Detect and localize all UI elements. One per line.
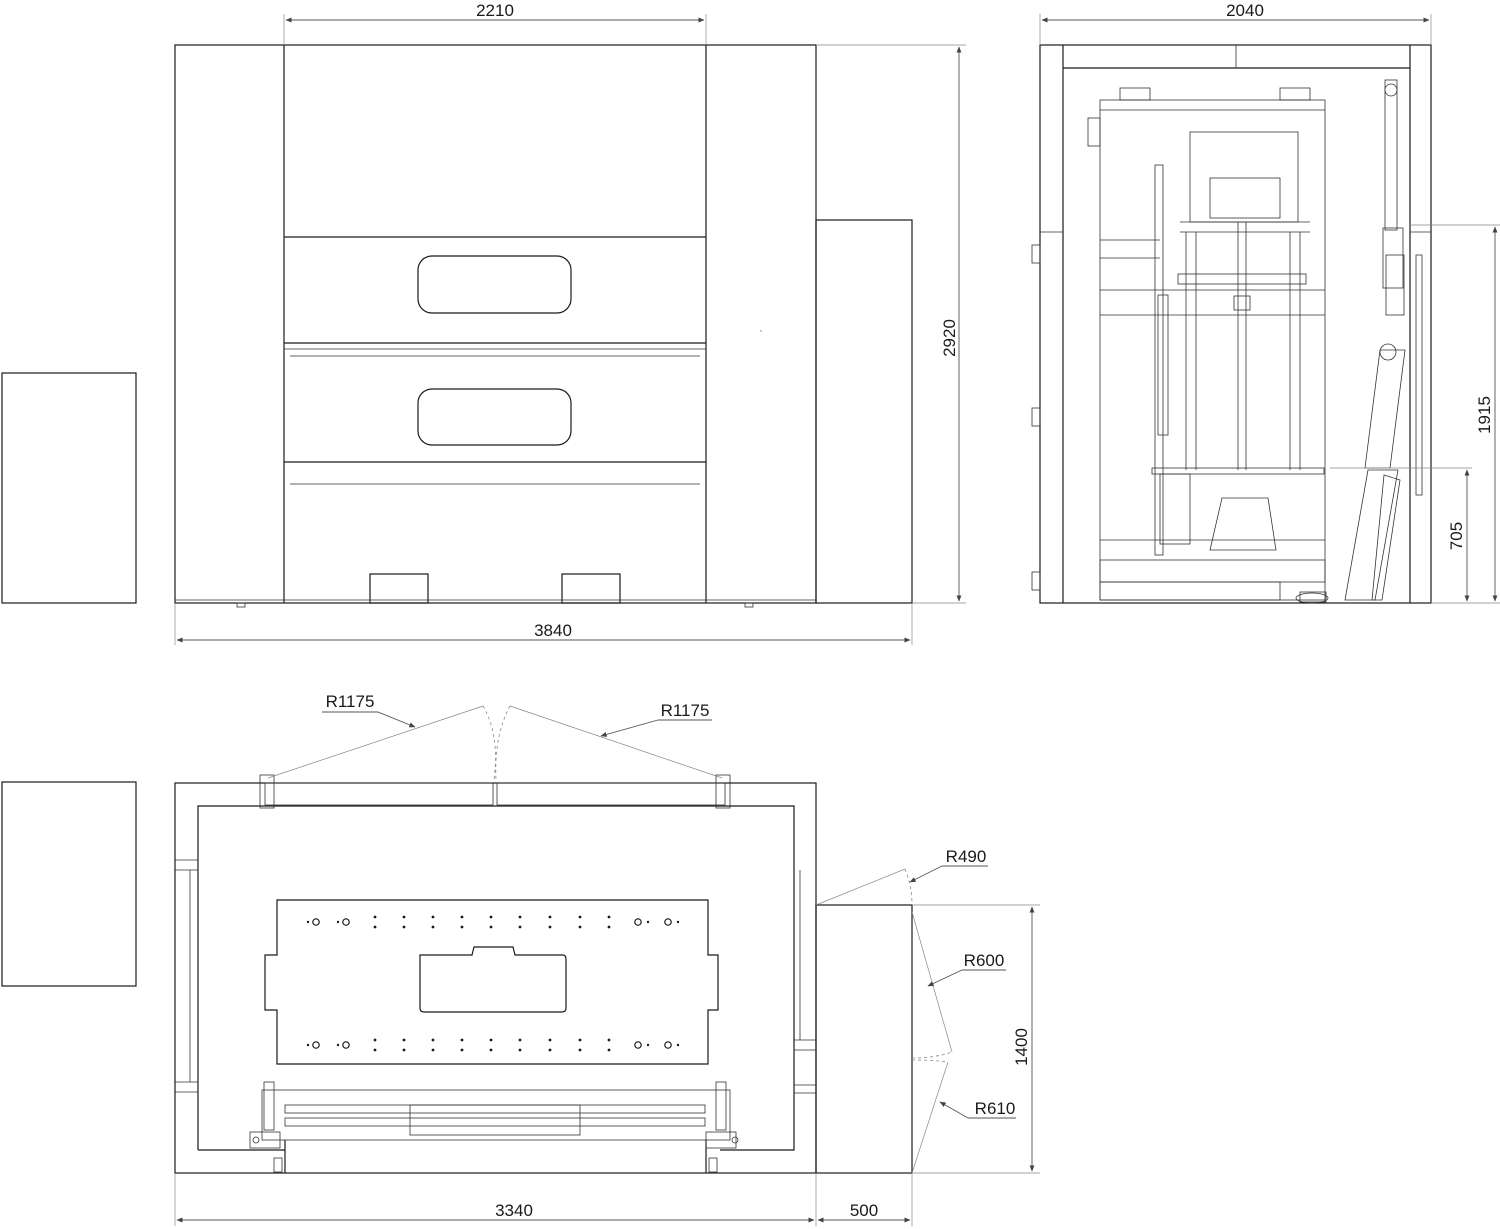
mount-hole	[634, 1041, 642, 1049]
grid-hole	[460, 1038, 464, 1042]
grid-hole	[607, 925, 611, 929]
grid-hole	[607, 915, 611, 919]
table-holes-top	[306, 915, 680, 929]
grid-hole	[373, 925, 377, 929]
grid-hole	[489, 1048, 493, 1052]
front-left-cabinet	[1, 372, 137, 604]
front-view: 2210 3840 2920	[1, 1, 966, 645]
grid-hole	[518, 915, 522, 919]
grid-hole	[402, 915, 406, 919]
grid-hole	[518, 925, 522, 929]
small-hole	[676, 920, 680, 924]
grid-hole	[489, 925, 493, 929]
small-hole	[676, 1043, 680, 1047]
dim-side-705: 705	[1447, 522, 1466, 550]
radius-right-label: R1175	[661, 701, 710, 720]
grid-hole	[460, 1048, 464, 1052]
small-hole	[306, 1043, 310, 1047]
grid-hole	[578, 1038, 582, 1042]
small-hole	[336, 920, 340, 924]
grid-hole	[431, 1048, 435, 1052]
mount-hole	[312, 1041, 320, 1049]
grid-hole	[373, 1048, 377, 1052]
radius-600-label: R600	[964, 951, 1005, 970]
grid-hole	[548, 1048, 552, 1052]
grid-hole	[607, 1048, 611, 1052]
front-main-body	[174, 44, 817, 604]
grid-hole	[460, 915, 464, 919]
dim-top-500: 500	[850, 1201, 878, 1220]
grid-hole	[548, 1038, 552, 1042]
mount-hole	[664, 1041, 672, 1049]
grid-hole	[402, 1038, 406, 1042]
grid-hole	[373, 915, 377, 919]
grid-hole	[607, 1038, 611, 1042]
mount-hole	[634, 918, 642, 926]
mount-hole	[664, 918, 672, 926]
grid-hole	[373, 1038, 377, 1042]
table-holes-bottom	[306, 1038, 680, 1052]
top-view: R1175 R1175 R490 R600 R610 3340 500 1400	[1, 692, 1040, 1226]
dim-top-3340: 3340	[495, 1201, 533, 1220]
small-hole	[646, 920, 650, 924]
grid-hole	[548, 915, 552, 919]
grid-hole	[489, 1038, 493, 1042]
front-right-extension	[815, 219, 913, 604]
grid-hole	[431, 925, 435, 929]
dim-front-2920: 2920	[940, 319, 959, 357]
small-hole	[646, 1043, 650, 1047]
grid-hole	[402, 1048, 406, 1052]
top-left-cabinet	[1, 781, 137, 987]
radius-left-label: R1175	[326, 692, 375, 711]
dim-front-2210: 2210	[476, 1, 514, 20]
grid-hole	[402, 925, 406, 929]
side-view: 2040 1915 705	[1031, 1, 1500, 604]
mount-hole	[312, 918, 320, 926]
grid-hole	[489, 915, 493, 919]
small-hole	[306, 920, 310, 924]
front-window-lower	[417, 388, 572, 446]
grid-hole	[548, 925, 552, 929]
mount-hole	[342, 1041, 350, 1049]
grid-hole	[518, 1048, 522, 1052]
grid-hole	[578, 915, 582, 919]
top-main-body	[174, 782, 817, 1174]
top-table-plate	[264, 899, 719, 1065]
side-outline	[1039, 44, 1432, 604]
grid-hole	[431, 1038, 435, 1042]
grid-hole	[518, 1038, 522, 1042]
dim-side-2040: 2040	[1226, 1, 1264, 20]
dim-front-3840: 3840	[534, 621, 572, 640]
grid-hole	[460, 925, 464, 929]
mount-hole	[342, 918, 350, 926]
grid-hole	[578, 925, 582, 929]
radius-490-label: R490	[946, 847, 987, 866]
top-right-extension	[815, 904, 913, 1174]
grid-hole	[431, 915, 435, 919]
grid-hole	[578, 1048, 582, 1052]
small-hole	[336, 1043, 340, 1047]
dim-side-1915: 1915	[1475, 396, 1494, 434]
front-window-upper	[417, 255, 572, 314]
radius-610-label: R610	[975, 1099, 1016, 1118]
dim-top-1400: 1400	[1012, 1028, 1031, 1066]
